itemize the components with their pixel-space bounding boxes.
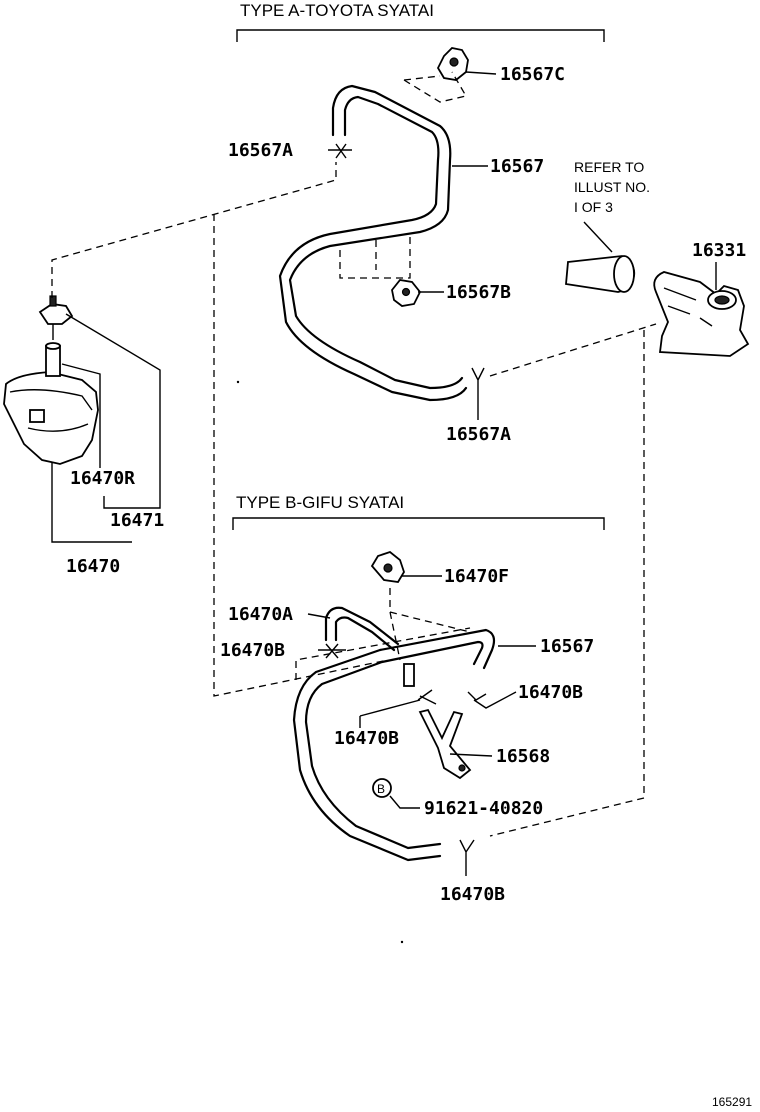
tank-link-b (213, 214, 389, 697)
type-b-hose (292, 628, 496, 862)
type-a-hose-inner (278, 95, 468, 402)
leader-16470r (61, 363, 101, 468)
refer-note: REFER TO ILLUST NO. I OF 3 (565, 159, 650, 293)
type-b-valve-leader (389, 588, 471, 661)
clamp-16470b-bottom (459, 839, 475, 876)
refer-note-line1: REFER TO (574, 159, 644, 175)
clamp-16470b-mid (359, 689, 437, 717)
label-16470a: 16470A (228, 604, 293, 625)
type-a-title: TYPE A-TOYOTA SYATAI (240, 1, 434, 20)
type-b-hose-dashes (295, 627, 471, 680)
label-16471: 16471 (110, 510, 164, 531)
tank-link-a (51, 162, 337, 298)
label-16470r: 16470R (70, 468, 135, 489)
figure-code: 165291 (712, 1095, 752, 1109)
type-a-section: TYPE A-TOYOTA SYATAI 16567C 16567A 16567… (228, 1, 657, 445)
clamp-16470b-right (467, 691, 517, 709)
label-16567b: 16567B (446, 282, 511, 303)
type-a-valve-leader (403, 71, 468, 103)
clamp-16567a-left (328, 143, 352, 159)
label-16567c: 16567C (500, 64, 565, 85)
type-b-title: TYPE B-GIFU SYATAI (236, 493, 404, 512)
label-16470b-mid: 16470B (334, 728, 399, 749)
bolt-91621: B (372, 778, 420, 809)
label-16470b-right: 16470B (518, 682, 583, 703)
refer-pipe (565, 255, 636, 293)
label-16470b-left: 16470B (220, 640, 285, 661)
reservoir-tank (3, 295, 99, 465)
clamp-16470b-left (318, 643, 346, 659)
label-16567a-bottom: 16567A (446, 424, 511, 445)
type-a-hose (288, 84, 464, 390)
type-a-outlet-link (489, 323, 657, 377)
water-outlet-16331 (653, 262, 750, 357)
bracket-16568 (418, 708, 493, 780)
label-16470b-bottom: 16470B (440, 884, 505, 905)
leader-16470 (51, 462, 132, 543)
leader-16471 (65, 313, 161, 509)
hose-16470a-inner (334, 616, 396, 652)
type-a-bracket-leader (339, 236, 411, 279)
label-91621-40820: 91621-40820 (424, 798, 543, 819)
type-a-bracket (236, 29, 605, 42)
label-16568: 16568 (496, 746, 550, 767)
valve-16567c (436, 47, 497, 81)
leader-16470a (307, 613, 331, 619)
bracket-16567b (391, 279, 444, 307)
stray-dot-1 (236, 380, 240, 384)
type-b-bracket (232, 517, 605, 530)
label-16470: 16470 (66, 556, 120, 577)
label-16567a-left: 16567A (228, 140, 293, 161)
label-16470f: 16470F (444, 566, 509, 587)
type-b-section: TYPE B-GIFU SYATAI 16470F 16470A 16470B … (220, 493, 605, 905)
label-16567-a: 16567 (490, 156, 544, 177)
stray-dot-2 (400, 940, 404, 944)
refer-note-line2: ILLUST NO. (574, 179, 650, 195)
bolt-mark: B (377, 782, 385, 796)
refer-note-line3: I OF 3 (574, 199, 613, 215)
label-16567-b: 16567 (540, 636, 594, 657)
outlet-link-b (489, 330, 645, 837)
type-b-stub-pipe (403, 663, 415, 687)
valve-16470f (370, 550, 442, 583)
clamp-16567a-bottom (471, 367, 485, 420)
label-16331: 16331 (692, 240, 746, 261)
type-b-hose-inner (304, 640, 484, 850)
